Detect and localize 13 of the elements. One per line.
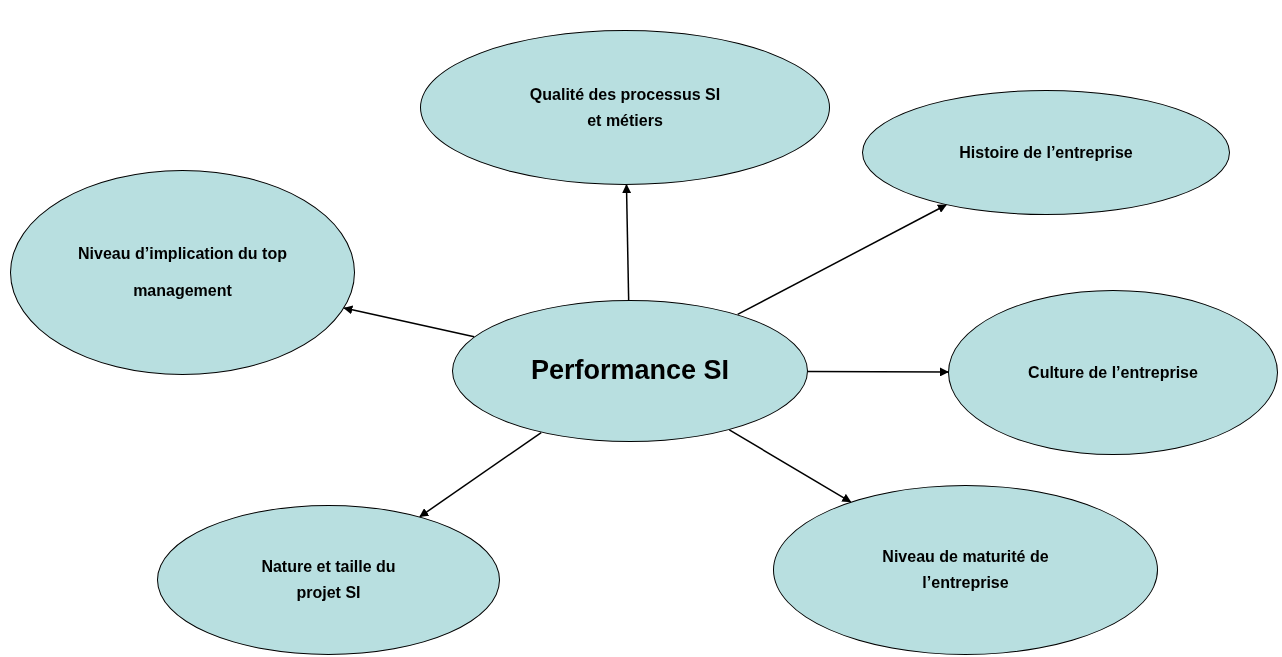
arrow bbox=[728, 429, 852, 503]
arrow bbox=[343, 305, 475, 338]
node-label: Qualité des processus SI et métiers bbox=[528, 84, 722, 131]
arrow bbox=[736, 204, 947, 316]
arrow bbox=[419, 431, 542, 518]
node-label: Culture de l’entreprise bbox=[1028, 362, 1198, 383]
arrow bbox=[807, 367, 949, 377]
arrow bbox=[622, 184, 632, 301]
node-label: Niveau d’implication du top management bbox=[77, 243, 288, 301]
node-label: Histoire de l’entreprise bbox=[959, 142, 1133, 163]
node-label: Niveau de maturité de l’entreprise bbox=[881, 547, 1050, 593]
node-label: Nature et taille du projet SI bbox=[260, 557, 397, 603]
node-label: Performance SI bbox=[530, 354, 730, 388]
